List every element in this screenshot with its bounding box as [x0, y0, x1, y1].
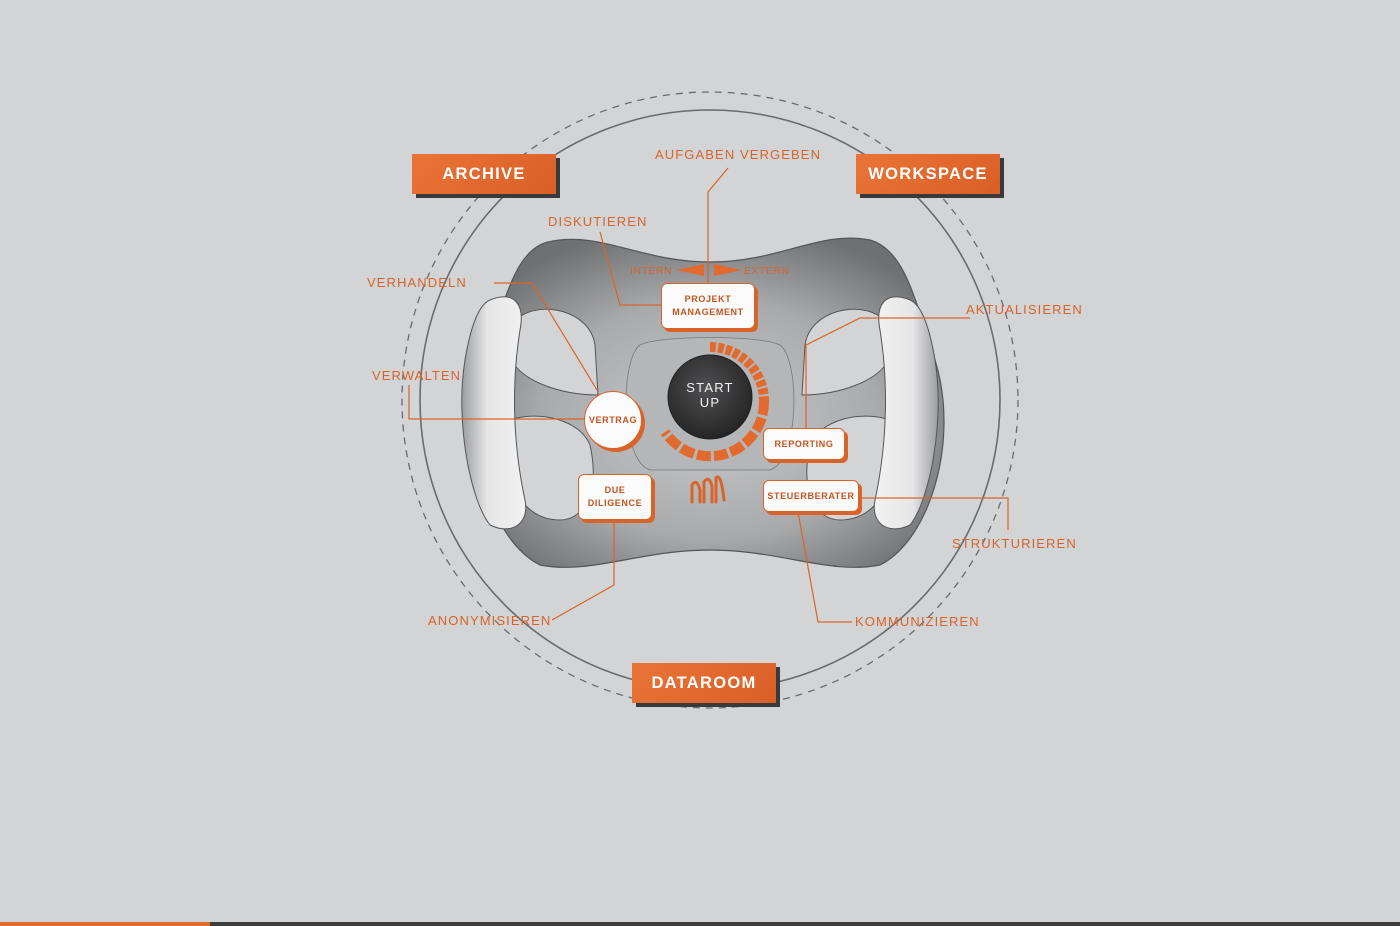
label-verhandeln: VERHANDELN	[367, 275, 467, 290]
start-up-button[interactable]: START UP	[660, 380, 760, 410]
start-label: START	[686, 380, 734, 395]
vertrag-button[interactable]: VERTRAG	[584, 391, 642, 449]
outer-dashed-ring	[401, 91, 1019, 709]
label-verwalten: VERWALTEN	[372, 368, 462, 383]
projekt-management-button[interactable]: PROJEKT MANAGEMENT	[661, 283, 755, 329]
projekt-label: PROJEKT	[684, 294, 732, 304]
management-label: MANAGEMENT	[672, 307, 744, 317]
label-strukturieren: STRUKTURIEREN	[952, 536, 1077, 551]
connector-lines	[408, 167, 1009, 623]
label-anonymisieren: ANONYMISIEREN	[428, 613, 552, 628]
label-extern: EXTERN	[744, 265, 790, 277]
start-knob	[667, 354, 753, 440]
left-grip	[461, 296, 527, 530]
label-intern: INTERN	[630, 265, 673, 277]
arrow-left-icon	[676, 264, 704, 276]
bottom-bar	[0, 922, 1400, 926]
diligence-label: DILIGENCE	[587, 498, 643, 508]
label-kommunizieren: KOMMUNIZIEREN	[855, 614, 980, 629]
reporting-button[interactable]: REPORTING	[763, 428, 845, 460]
vertrag-label: VERTRAG	[588, 414, 638, 425]
label-diskutieren: DISKUTIEREN	[548, 214, 648, 229]
dataroom-tag[interactable]: DATAROOM	[632, 663, 776, 703]
label-aktualisieren: AKTUALISIEREN	[966, 302, 1083, 317]
right-grip	[873, 296, 939, 530]
archive-tag[interactable]: ARCHIVE	[412, 154, 556, 194]
brand-logo-icon	[690, 475, 726, 504]
steuerberater-button[interactable]: STEUERBERATER	[763, 480, 859, 512]
workspace-tag[interactable]: WORKSPACE	[856, 154, 1000, 194]
steuerberater-label: STEUERBERATER	[767, 490, 855, 501]
due-diligence-button[interactable]: DUE DILIGENCE	[578, 474, 652, 520]
due-label: DUE	[604, 485, 626, 495]
bottom-progress-accent	[0, 922, 210, 926]
label-aufgaben-vergeben: AUFGABEN VERGEBEN	[655, 147, 822, 162]
start-progress-ring	[660, 342, 770, 462]
reporting-label: REPORTING	[774, 438, 834, 449]
up-label: UP	[699, 395, 721, 410]
arrow-right-icon	[714, 264, 742, 276]
